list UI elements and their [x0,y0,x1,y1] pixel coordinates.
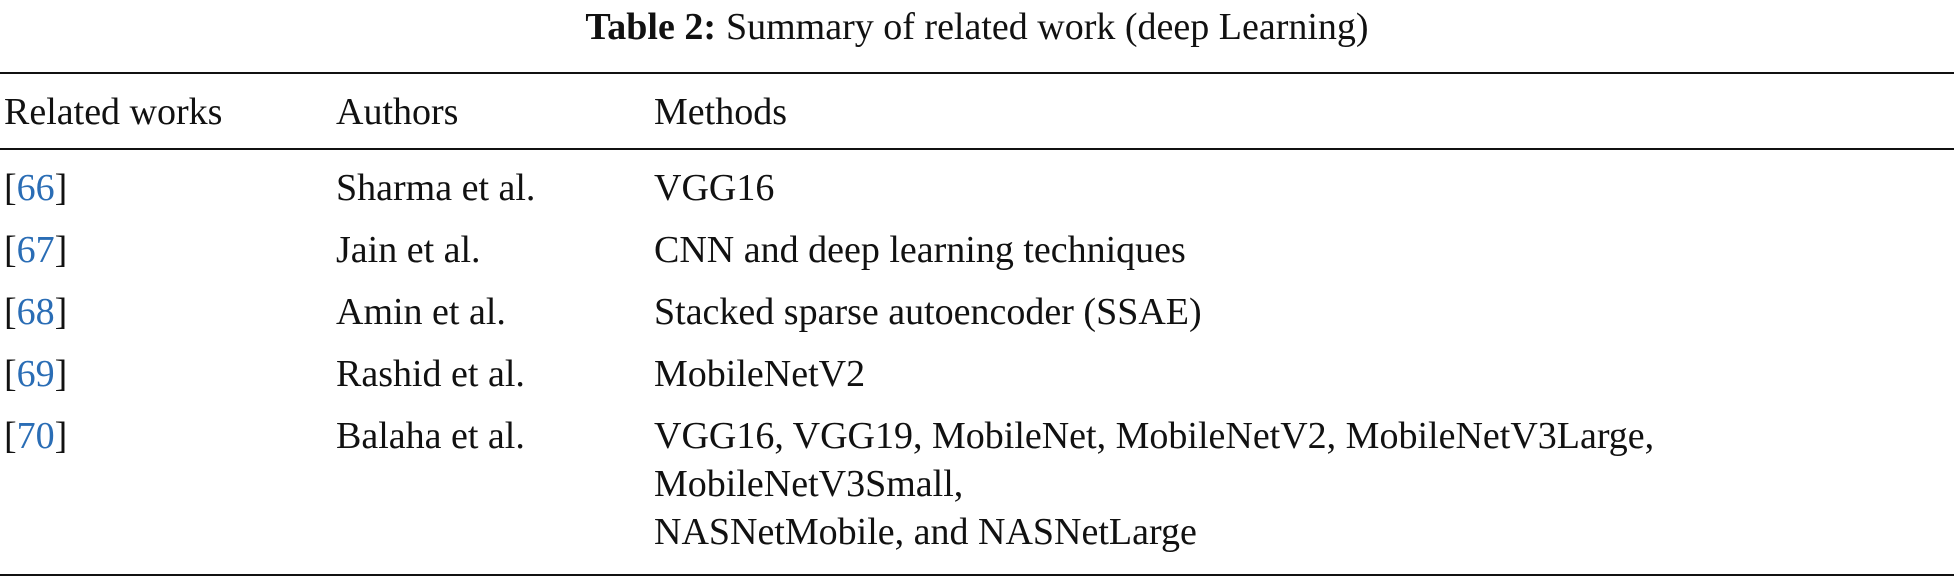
header-authors: Authors [336,91,459,133]
related-work-cell: [66] [4,167,68,209]
header-methods: Methods [654,91,787,133]
reference-link[interactable]: 66 [16,167,55,209]
methods-cell: MobileNetV2 [654,350,865,398]
table-bottom-rule [0,574,1954,576]
related-work-cell: [70] [4,415,68,457]
method-line: CNN and deep learning techniques [654,229,1186,271]
related-work-cell: [68] [4,291,68,333]
reference-link[interactable]: 68 [16,291,55,333]
method-line: VGG16, VGG19, MobileNet, MobileNetV2, Mo… [654,415,1655,457]
reference-link[interactable]: 70 [16,415,55,457]
reference-link[interactable]: 67 [16,229,55,271]
table-header-rule [0,148,1954,150]
table-top-rule [0,72,1954,74]
related-work-cell: [69] [4,353,68,395]
methods-cell: Stacked sparse autoencoder (SSAE) [654,288,1202,336]
reference-link[interactable]: 69 [16,353,55,395]
method-line: MobileNetV3Small, [654,463,964,505]
method-line: MobileNetV2 [654,353,866,395]
table-caption-label: Table 2: [585,6,716,48]
methods-cell: VGG16 [654,164,774,212]
method-line: NASNetMobile, and NASNetLarge [654,511,1197,553]
authors-cell: Balaha et al. [336,415,525,457]
table-caption-text: Summary of related work (deep Learning) [725,6,1369,48]
authors-cell: Amin et al. [336,291,506,333]
methods-cell: VGG16, VGG19, MobileNet, MobileNetV2, Mo… [654,412,1654,556]
table-caption: Table 2:Summary of related work (deep Le… [0,0,1954,52]
authors-cell: Jain et al. [336,229,481,271]
method-line: Stacked sparse autoencoder (SSAE) [654,291,1202,333]
authors-cell: Rashid et al. [336,353,525,395]
header-related-works: Related works [4,91,223,133]
methods-cell: CNN and deep learning techniques [654,226,1186,274]
method-line: VGG16 [654,167,775,209]
related-work-cell: [67] [4,229,68,271]
authors-cell: Sharma et al. [336,167,536,209]
